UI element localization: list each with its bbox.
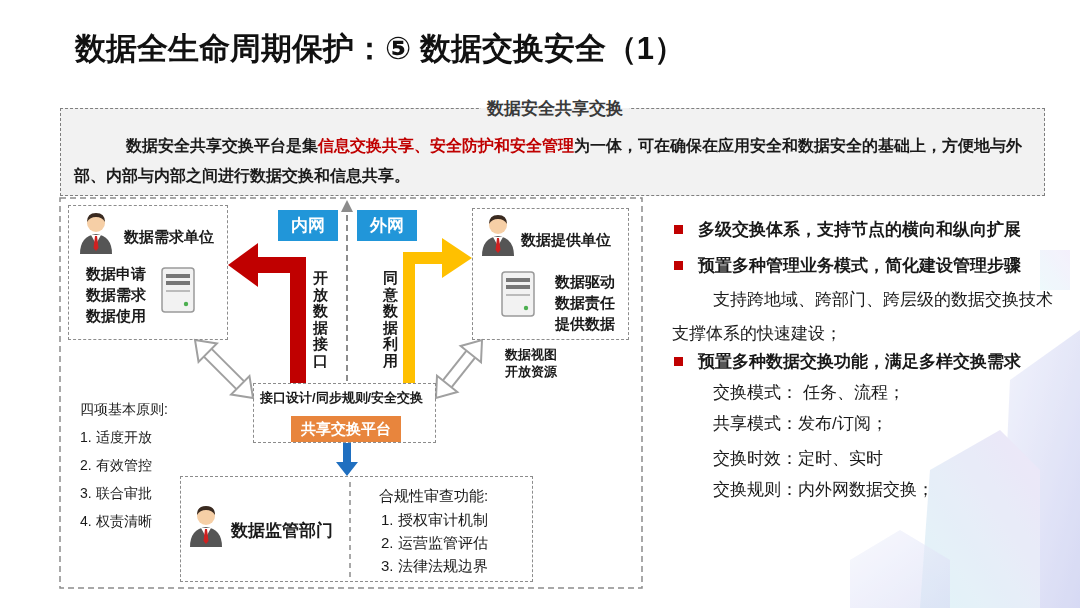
function-item: 3. 法律法规边界 bbox=[381, 557, 488, 576]
unit-box: 数据提供单位数据驱动 数据责任 提供数据 bbox=[472, 208, 629, 340]
unit-duties: 数据驱动 数据责任 提供数据 bbox=[555, 271, 623, 334]
unit-heading: 数据需求单位 bbox=[124, 228, 214, 247]
platform-functions: 接口设计/同步规则/安全交换 bbox=[260, 389, 423, 407]
feature-detail: 交换模式： 任务、流程； bbox=[713, 381, 905, 404]
connector-arrow bbox=[228, 243, 298, 383]
feature-bullet: 预置多种数据交换功能，满足多样交换需求 bbox=[698, 350, 1021, 373]
function-item: 2. 运营监管评估 bbox=[381, 534, 488, 553]
connector-arrow bbox=[336, 443, 358, 476]
feature-detail: 交换规则：内外网数据交换； bbox=[713, 478, 934, 501]
diagram-frame bbox=[60, 198, 642, 588]
connector-label: 同意数据利用 bbox=[383, 270, 398, 369]
feature-detail: 支持跨地域、跨部门、跨层级的数据交换技术支撑体系的快速建设； bbox=[672, 283, 1064, 351]
platform-frame: 共享交换平台 接口设计/同步规则/安全交换 bbox=[253, 383, 436, 443]
supervisor-box: 数据监管部门 合规性审查功能: 1. 授权审计机制 2. 运营监管评估 3. 法律法规边… bbox=[180, 476, 533, 582]
function-item: 1. 授权审计机制 bbox=[381, 511, 488, 530]
unit-box: 数据需求单位数据申请 数据需求 数据使用 bbox=[68, 205, 228, 340]
feature-detail: 共享模式：发布/订阅； bbox=[713, 412, 888, 435]
principle-item: 4. 权责清晰 bbox=[80, 513, 152, 531]
unit-heading: 数据提供单位 bbox=[521, 231, 611, 250]
section-divider bbox=[349, 482, 351, 577]
slide-title: 数据全生命周期保护：⑤ 数据交换安全（1） bbox=[75, 28, 685, 70]
platform-box: 共享交换平台 bbox=[291, 416, 401, 442]
function-heading: 合规性审查功能: bbox=[379, 487, 488, 506]
panel-heading: 数据安全共享交换 bbox=[481, 97, 629, 120]
bullet-square bbox=[674, 357, 683, 366]
feature-detail: 交换时效：定时、实时 bbox=[713, 447, 883, 470]
principle-item: 1. 适度开放 bbox=[80, 429, 152, 447]
connector-label: 开放数据接口 bbox=[313, 270, 328, 369]
feature-bullet: 多级交换体系，支持节点的横向和纵向扩展 bbox=[698, 218, 1021, 241]
unit-duties: 数据申请 数据需求 数据使用 bbox=[86, 263, 154, 326]
platform-name: 共享交换平台 bbox=[301, 420, 391, 439]
network-tag: 外网 bbox=[357, 210, 417, 241]
principle-item: 3. 联合审批 bbox=[80, 485, 152, 503]
unit-heading: 数据监管部门 bbox=[231, 519, 333, 542]
person-icon bbox=[190, 506, 222, 547]
person-icon bbox=[80, 213, 112, 254]
panel-text: 数据安全共享交换平台是集 bbox=[126, 137, 318, 154]
server-icon bbox=[162, 268, 194, 312]
bullet-square bbox=[674, 261, 683, 270]
principle-heading: 四项基本原则: bbox=[80, 401, 168, 419]
network-divider bbox=[341, 200, 353, 381]
connector-arrow bbox=[409, 238, 472, 383]
network-name: 内网 bbox=[291, 214, 325, 237]
connector-arrow bbox=[195, 340, 253, 398]
network-tag: 内网 bbox=[278, 210, 338, 241]
connector-arrow bbox=[436, 340, 482, 398]
bullet-square bbox=[674, 225, 683, 234]
network-name: 外网 bbox=[370, 214, 404, 237]
person-icon bbox=[482, 215, 514, 256]
feature-bullet: 预置多种管理业务模式，简化建设管理步骤 bbox=[698, 254, 1021, 277]
connector-label: 数据视图 开放资源 bbox=[505, 346, 563, 380]
panel-body: 数据安全共享交换平台是集信息交换共享、安全防护和安全管理为一体，可在确保在应用安… bbox=[74, 131, 1034, 191]
server-icon bbox=[502, 272, 534, 316]
panel-text: 信息交换共享、安全防护和安全管理 bbox=[318, 137, 574, 154]
principle-item: 2. 有效管控 bbox=[80, 457, 152, 475]
intro-panel: 数据安全共享交换数据安全共享交换平台是集信息交换共享、安全防护和安全管理为一体，… bbox=[60, 108, 1045, 196]
